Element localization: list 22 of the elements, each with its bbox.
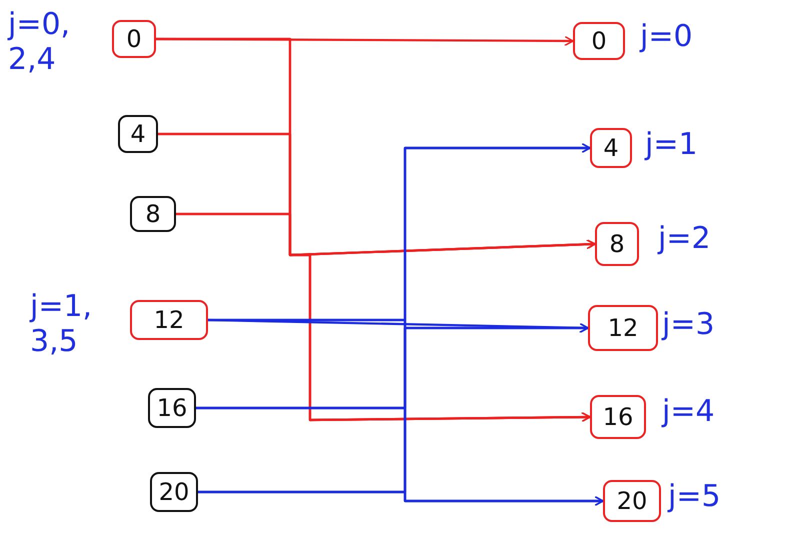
number-box: 12 — [130, 300, 208, 340]
number-box: 0 — [573, 22, 625, 60]
connector-arrow — [176, 212, 591, 422]
number-box: 4 — [118, 115, 158, 153]
number-box: 12 — [588, 305, 658, 351]
number-box: 4 — [590, 128, 632, 168]
index-note: j=2 — [658, 222, 712, 256]
index-note: j=0, 2,4 — [8, 8, 72, 77]
index-note: j=4 — [662, 395, 716, 430]
number-box: 16 — [590, 395, 646, 439]
index-note: j=1 — [645, 128, 699, 162]
number-box: 8 — [130, 196, 176, 232]
index-note: j=3 — [662, 308, 716, 342]
number-box: 16 — [148, 388, 196, 428]
connector-arrow — [198, 490, 604, 506]
number-box: 20 — [603, 480, 661, 522]
index-note: j=1, 3,5 — [30, 290, 94, 359]
index-note: j=5 — [668, 480, 722, 514]
index-note: j=0 — [640, 20, 694, 54]
number-box: 8 — [595, 222, 639, 266]
number-box: 0 — [112, 20, 156, 58]
number-box: 20 — [150, 472, 198, 512]
